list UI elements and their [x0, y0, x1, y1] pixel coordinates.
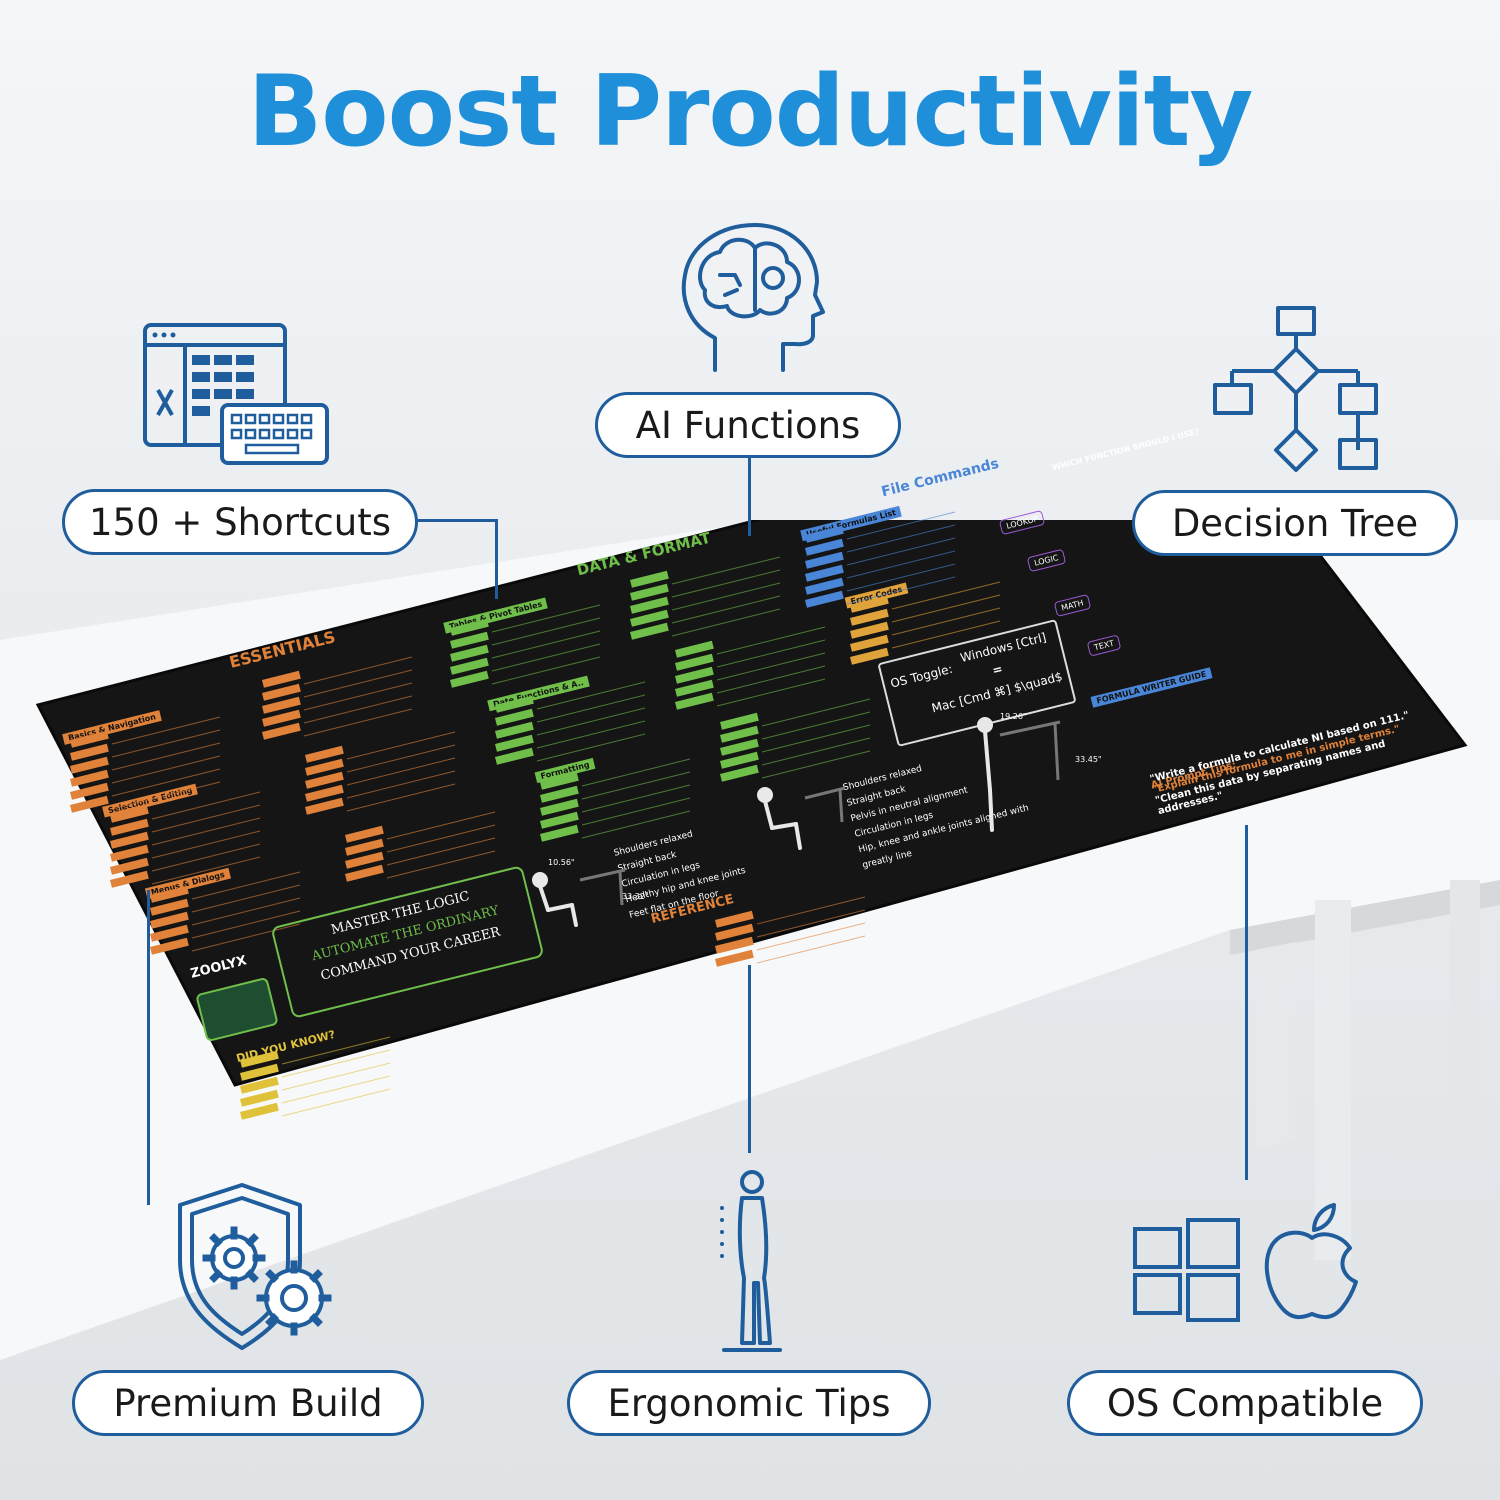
apple-icon: [1264, 1203, 1358, 1320]
connector-premium: [147, 890, 150, 1205]
decision-question: WHICH FUNCTION SHOULD I USE?: [1051, 426, 1201, 473]
feature-ergonomic-tips: Ergonomic Tips: [567, 1370, 931, 1436]
feature-decision-label: Decision Tree: [1171, 501, 1419, 545]
connector-shortcuts-v: [495, 519, 498, 599]
feature-os-compatible: OS Compatible: [1067, 1370, 1423, 1436]
windows-icon: [1133, 1218, 1240, 1322]
spreadsheet-keyboard-icon: [143, 323, 329, 465]
shield-gear-icon: [178, 1183, 332, 1350]
standing-person-icon: [720, 1170, 782, 1352]
connector-ergonomic: [748, 965, 751, 1153]
feature-premium-label: Premium Build: [113, 1381, 383, 1425]
connector-os: [1245, 825, 1248, 1180]
page-title: Boost Productivity: [247, 55, 1254, 169]
feature-os-label: OS Compatible: [1106, 1381, 1384, 1425]
feature-decision-tree: Decision Tree: [1132, 490, 1458, 556]
feature-shortcuts: 150 + Shortcuts: [62, 489, 418, 555]
feature-ai-label: AI Functions: [635, 403, 861, 447]
feature-ai-functions: AI Functions: [595, 392, 901, 458]
feature-ergonomic-label: Ergonomic Tips: [607, 1381, 891, 1425]
connector-ai: [748, 458, 751, 536]
feature-shortcuts-label: 150 + Shortcuts: [88, 500, 392, 544]
connector-shortcuts-h: [418, 519, 498, 522]
brain-head-icon: [681, 223, 825, 372]
section-file-commands: File Commands: [879, 455, 1001, 501]
feature-premium-build: Premium Build: [72, 1370, 424, 1436]
flowchart-icon: [1213, 306, 1378, 472]
